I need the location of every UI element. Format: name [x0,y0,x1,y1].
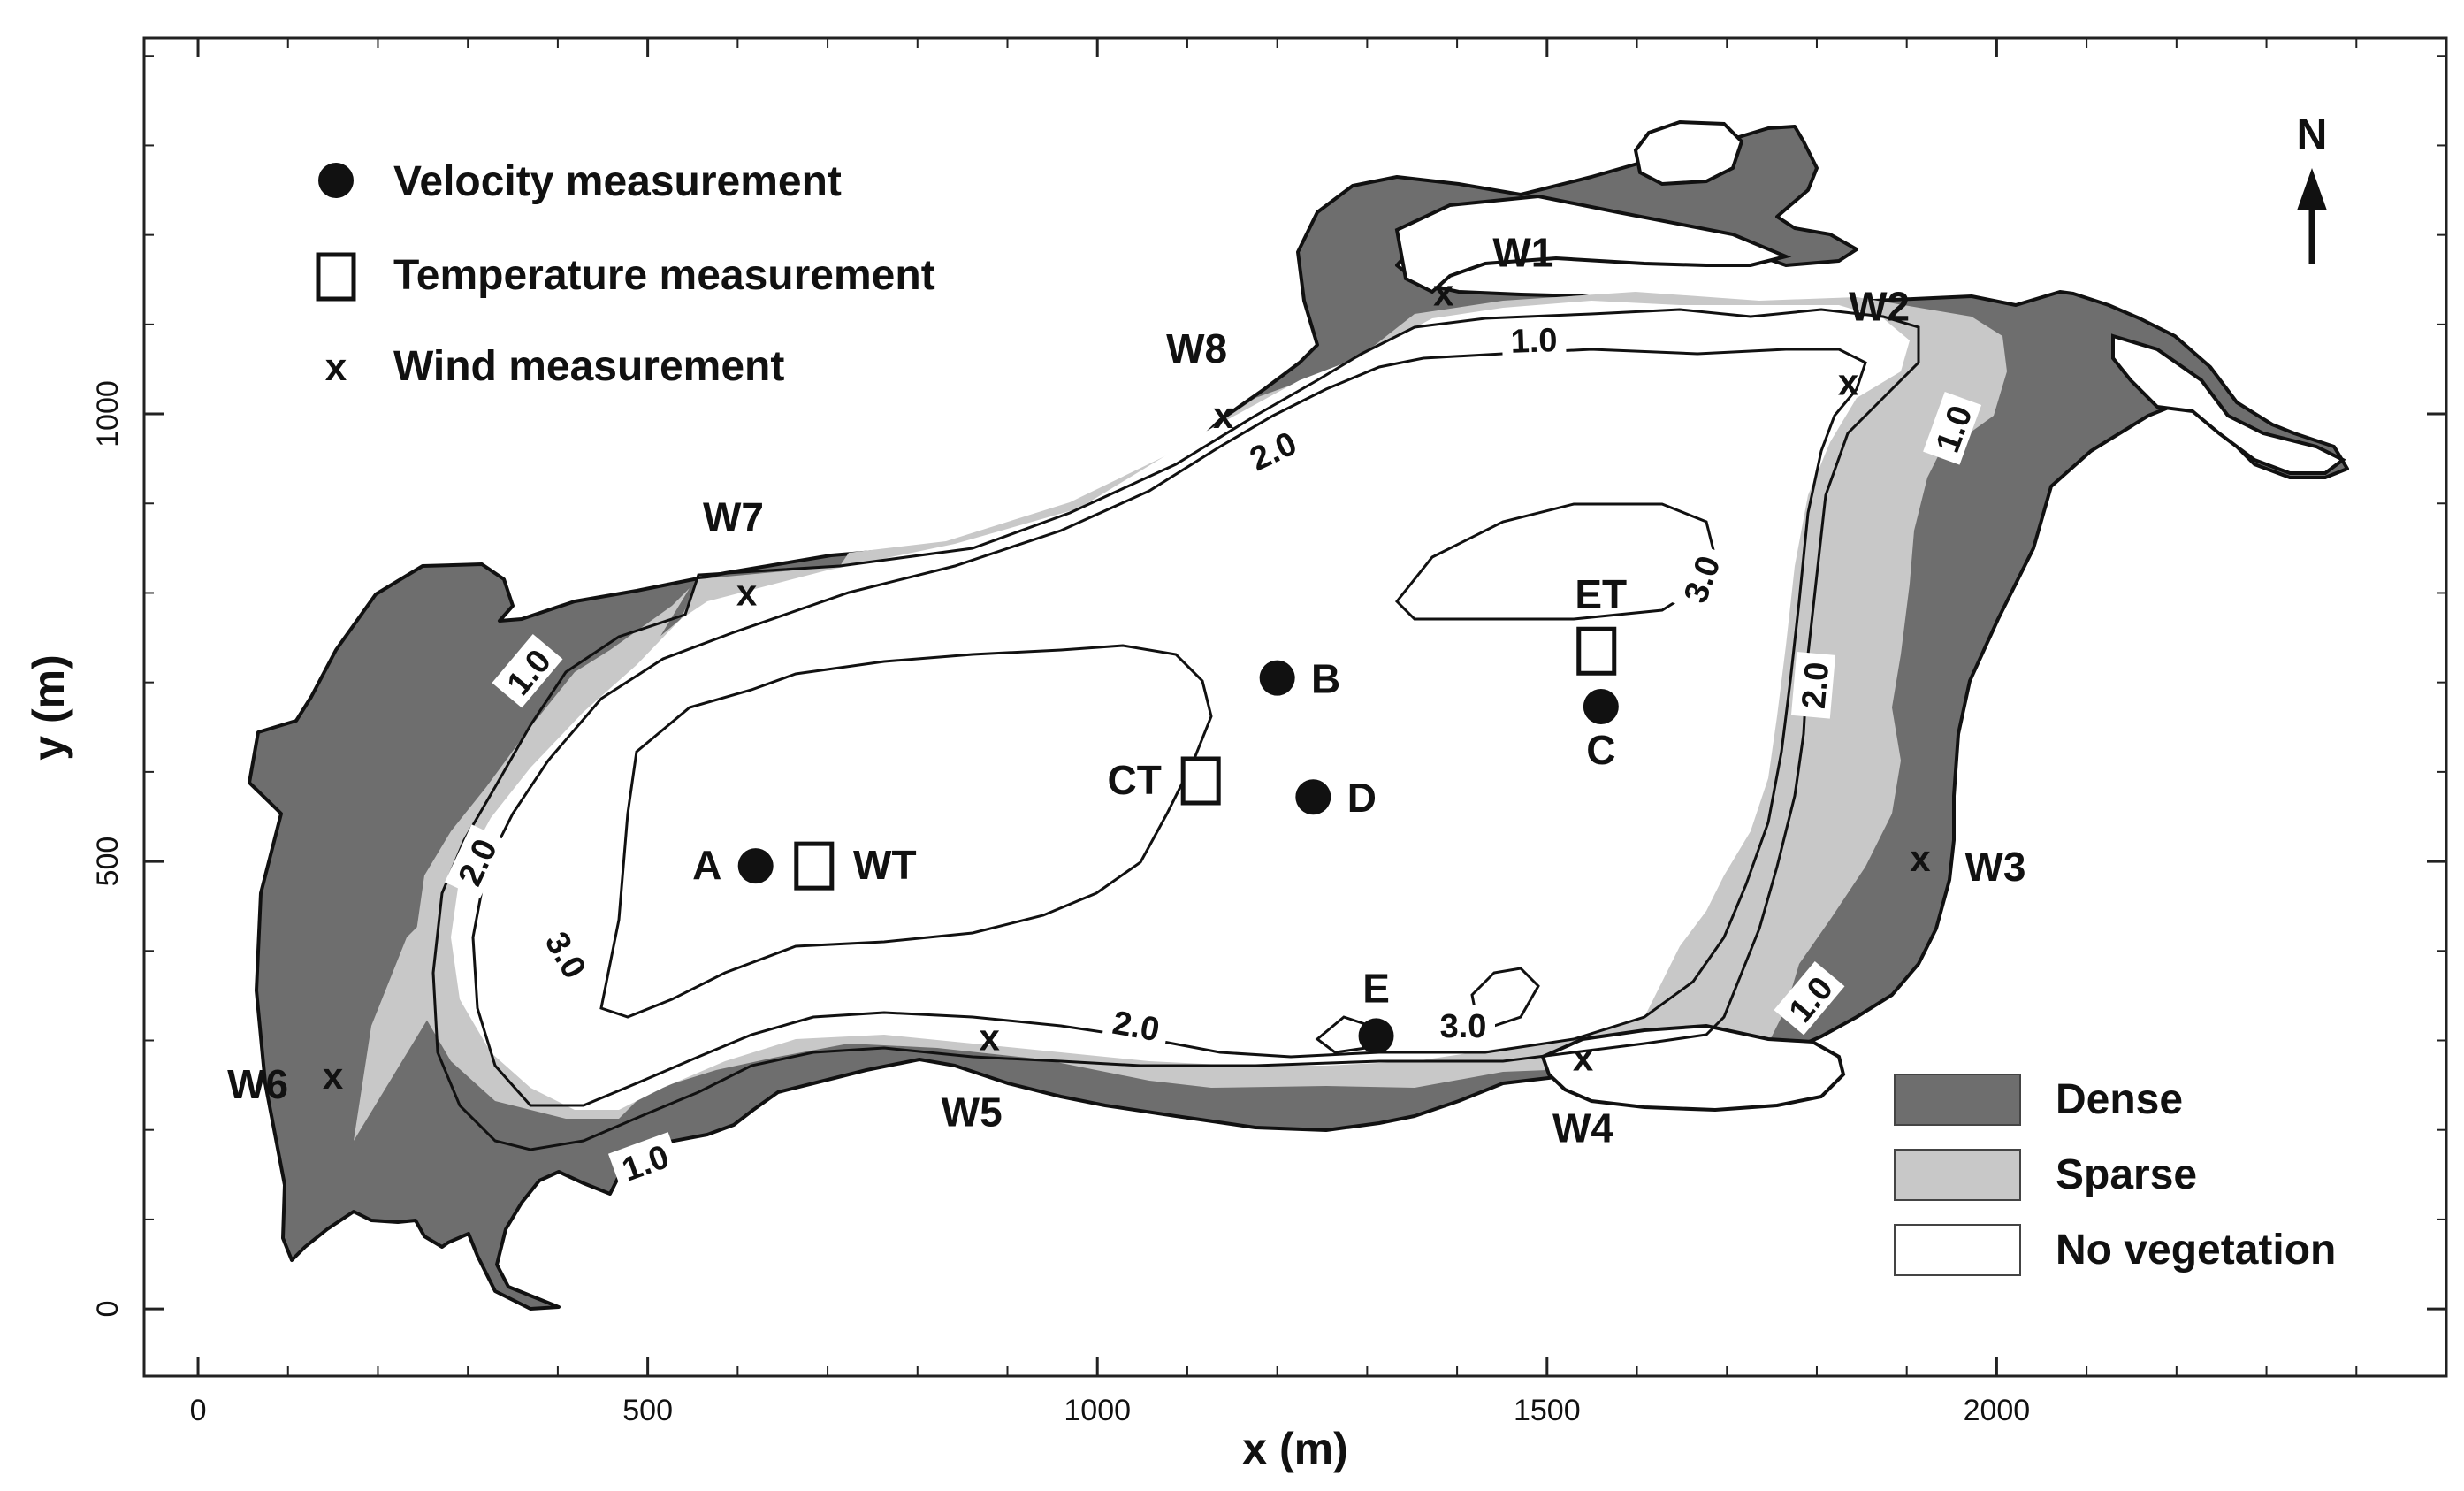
wind-marker-w6: x [323,1055,344,1097]
wind-station-label: W5 [942,1089,1003,1135]
measurement-legend: Velocity measurement Temperature measure… [316,158,935,390]
north-arrow: N [2297,111,2328,264]
wind-marker-w1: x [1433,271,1454,313]
wind-marker-w3: x [1910,837,1931,879]
x-tick-label: 1000 [1064,1394,1131,1427]
wind-marker-w8: x [1213,394,1234,436]
x-axis-title: x (m) [1242,1424,1347,1473]
contour-3-0-west [599,644,1213,1019]
wind-legend-icon: x [325,346,347,389]
y-axis-ticks: 0 500 1000 [91,55,2446,1318]
temperature-marker-ct [1180,756,1221,806]
northeast-lobe-water [2111,333,2346,475]
velocity-marker-e [1358,1018,1394,1054]
wind-station-label: W1 [1492,229,1553,275]
north-label: N [2297,111,2328,158]
open-water-zone [451,301,1910,1110]
temperature-station-label: CT [1108,757,1162,803]
wind-station-label: W2 [1849,284,1910,330]
x-tick-label: 1500 [1514,1394,1581,1427]
no-vegetation-legend-label: No vegetation [2056,1227,2336,1273]
temperature-marker-wt [794,841,835,891]
x-tick-label: 2000 [1964,1394,2031,1427]
sparse-swatch [1894,1149,2021,1201]
map-area [248,119,2349,1311]
y-tick-label: 0 [91,1301,125,1318]
temperature-marker-et [1576,626,1617,676]
x-axis-ticks: 0 500 1000 1500 2000 [190,38,2358,1427]
wind-marker-w2: x [1838,362,1859,403]
velocity-legend-label: Velocity measurement [393,158,842,205]
velocity-measurement-markers: A B C D E [692,656,1619,1054]
wind-station-label: W7 [703,493,764,539]
velocity-legend-icon [318,163,354,198]
y-axis-title: y (m) [24,654,73,760]
x-tick-label: 500 [622,1394,673,1427]
wind-marker-w5: x [979,1016,1000,1058]
velocity-station-label: A [692,842,721,888]
velocity-marker-b [1259,660,1295,696]
dense-swatch [1894,1074,2021,1126]
temperature-measurement-markers: WT CT ET [794,571,1627,891]
velocity-station-label: C [1586,727,1615,773]
wind-legend-label: Wind measurement [393,343,784,390]
y-tick-label: 500 [91,837,125,887]
x-tick-label: 0 [190,1394,207,1427]
velocity-marker-d [1295,779,1331,815]
wind-station-label: W3 [1964,844,2025,890]
velocity-station-label: B [1311,656,1340,702]
contour-label-2-0: 2.0 [1110,1005,1162,1050]
wind-station-label: W8 [1166,325,1227,371]
sparse-legend-label: Sparse [2056,1151,2197,1198]
temperature-station-label: WT [853,842,917,888]
north-arrow-head [2297,168,2327,210]
wind-marker-w7: x [736,571,758,613]
dense-legend-label: Dense [2056,1076,2183,1123]
no-vegetation-swatch [1894,1224,2021,1276]
y-tick-label: 1000 [91,380,125,447]
island [1633,119,1744,187]
contour-label-2-0: 2.0 [1796,661,1836,710]
velocity-marker-c [1583,688,1619,724]
temperature-legend-label: Temperature measurement [393,252,935,299]
contour-label-3-0: 3.0 [1440,1008,1487,1045]
vegetation-legend: Dense Sparse No vegetation [1894,1074,2336,1276]
contour-label-1-0: 1.0 [1510,322,1558,361]
velocity-station-label: E [1362,965,1390,1011]
velocity-marker-a [737,848,774,884]
velocity-station-label: D [1347,775,1377,821]
temperature-legend-icon [316,252,356,302]
wind-station-label: W4 [1552,1105,1613,1151]
contour-1-0 [431,308,1920,1151]
north-bay-water [1394,194,1792,294]
wind-station-label: W6 [227,1061,288,1107]
temperature-station-label: ET [1575,571,1627,617]
wind-marker-w4: x [1573,1037,1594,1079]
